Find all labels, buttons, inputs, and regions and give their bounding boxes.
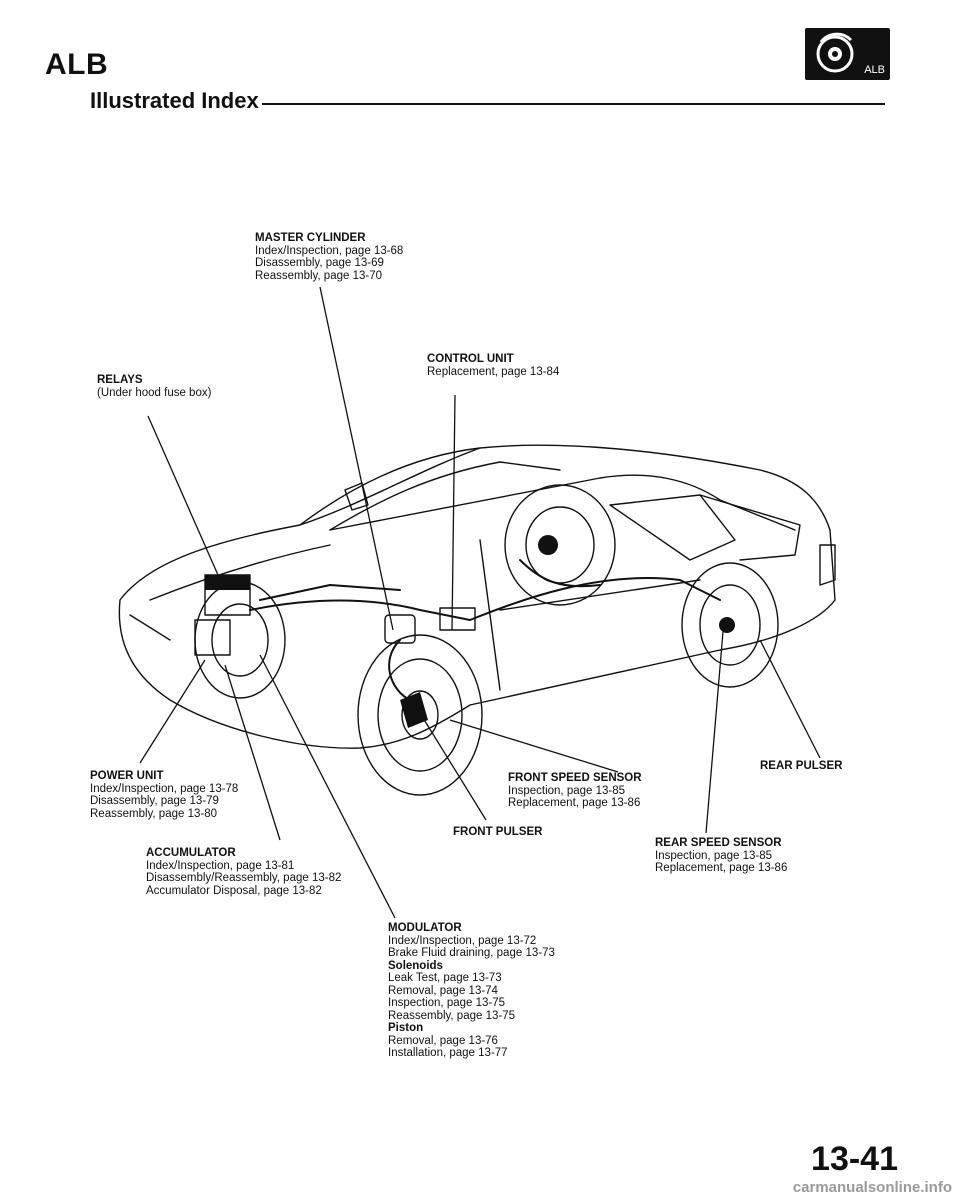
modulator-line: Removal, page 13-74 — [388, 984, 498, 997]
rear-pulser-heading: REAR PULSER — [760, 760, 843, 772]
master-cylinder-line: Reassembly, page 13-70 — [255, 269, 382, 282]
page-title: Illustrated Index — [90, 88, 259, 113]
master-cylinder-label: MASTER CYLINDER Index/Inspection, page 1… — [255, 232, 403, 282]
rear-speed-sensor-line: Inspection, page 13-85 — [655, 849, 773, 862]
accumulator-heading: ACCUMULATOR — [146, 847, 236, 859]
title-rule — [262, 103, 885, 105]
control-unit-line: Replacement, page 13-84 — [427, 365, 560, 378]
modulator-line: Leak Test, page 13-73 — [388, 972, 502, 984]
section-title: ALB — [45, 48, 109, 81]
modulator-line: Inspection, page 13-75 — [388, 997, 506, 1009]
power-unit-line: Reassembly, page 13-80 — [90, 807, 217, 820]
modulator-line: Index/Inspection, page 13-72 — [388, 934, 537, 947]
brake-disc-icon — [816, 32, 854, 73]
relays-line: (Under hood fuse box) — [97, 386, 212, 399]
logo-label: ALB — [864, 64, 885, 76]
modulator-line: Removal, page 13-76 — [388, 1034, 498, 1047]
control-unit-label: CONTROL UNIT Replacement, page 13-84 — [427, 353, 559, 378]
accumulator-label: ACCUMULATOR Index/Inspection, page 13-81… — [146, 847, 341, 897]
modulator-subheading: Piston — [388, 1022, 424, 1034]
accumulator-line: Accumulator Disposal, page 13-82 — [146, 884, 322, 897]
accumulator-line: Index/Inspection, page 13-81 — [146, 859, 295, 872]
control-unit-heading: CONTROL UNIT — [427, 353, 514, 365]
watermark: carmanualsonline.info — [792, 1179, 952, 1196]
power-unit-line: Index/Inspection, page 13-78 — [90, 782, 239, 795]
relays-heading: RELAYS — [97, 374, 143, 386]
modulator-line: Installation, page 13-77 — [388, 1047, 508, 1059]
relays-label: RELAYS (Under hood fuse box) — [97, 374, 211, 399]
power-unit-line: Disassembly, page 13-79 — [90, 795, 219, 807]
rear-speed-sensor-label: REAR SPEED SENSOR Inspection, page 13-85… — [655, 837, 787, 875]
front-speed-sensor-heading: FRONT SPEED SENSOR — [508, 772, 642, 784]
rear-speed-sensor-line: Replacement, page 13-86 — [655, 862, 788, 874]
accumulator-line: Disassembly/Reassembly, page 13-82 — [146, 872, 342, 884]
modulator-subheading: Solenoids — [388, 959, 443, 972]
front-speed-sensor-label: FRONT SPEED SENSOR Inspection, page 13-8… — [508, 772, 642, 810]
front-pulser-label: FRONT PULSER — [453, 826, 542, 839]
master-cylinder-line: Disassembly, page 13-69 — [255, 257, 384, 269]
page-number: 13-41 — [811, 1140, 898, 1178]
rear-speed-sensor-heading: REAR SPEED SENSOR — [655, 837, 782, 849]
front-speed-sensor-line: Inspection, page 13-85 — [508, 784, 626, 797]
front-speed-sensor-line: Replacement, page 13-86 — [508, 797, 641, 809]
modulator-label: MODULATOR Index/Inspection, page 13-72 B… — [388, 922, 555, 1060]
modulator-line: Brake Fluid draining, page 13-73 — [388, 947, 555, 959]
alb-logo: ALB — [805, 28, 890, 80]
front-pulser-heading: FRONT PULSER — [453, 826, 543, 838]
modulator-heading: MODULATOR — [388, 922, 462, 934]
master-cylinder-line: Index/Inspection, page 13-68 — [255, 244, 404, 257]
master-cylinder-heading: MASTER CYLINDER — [255, 232, 366, 244]
rear-pulser-label: REAR PULSER — [760, 760, 842, 773]
power-unit-label: POWER UNIT Index/Inspection, page 13-78 … — [90, 770, 238, 820]
modulator-line: Reassembly, page 13-75 — [388, 1009, 515, 1022]
power-unit-heading: POWER UNIT — [90, 770, 164, 782]
